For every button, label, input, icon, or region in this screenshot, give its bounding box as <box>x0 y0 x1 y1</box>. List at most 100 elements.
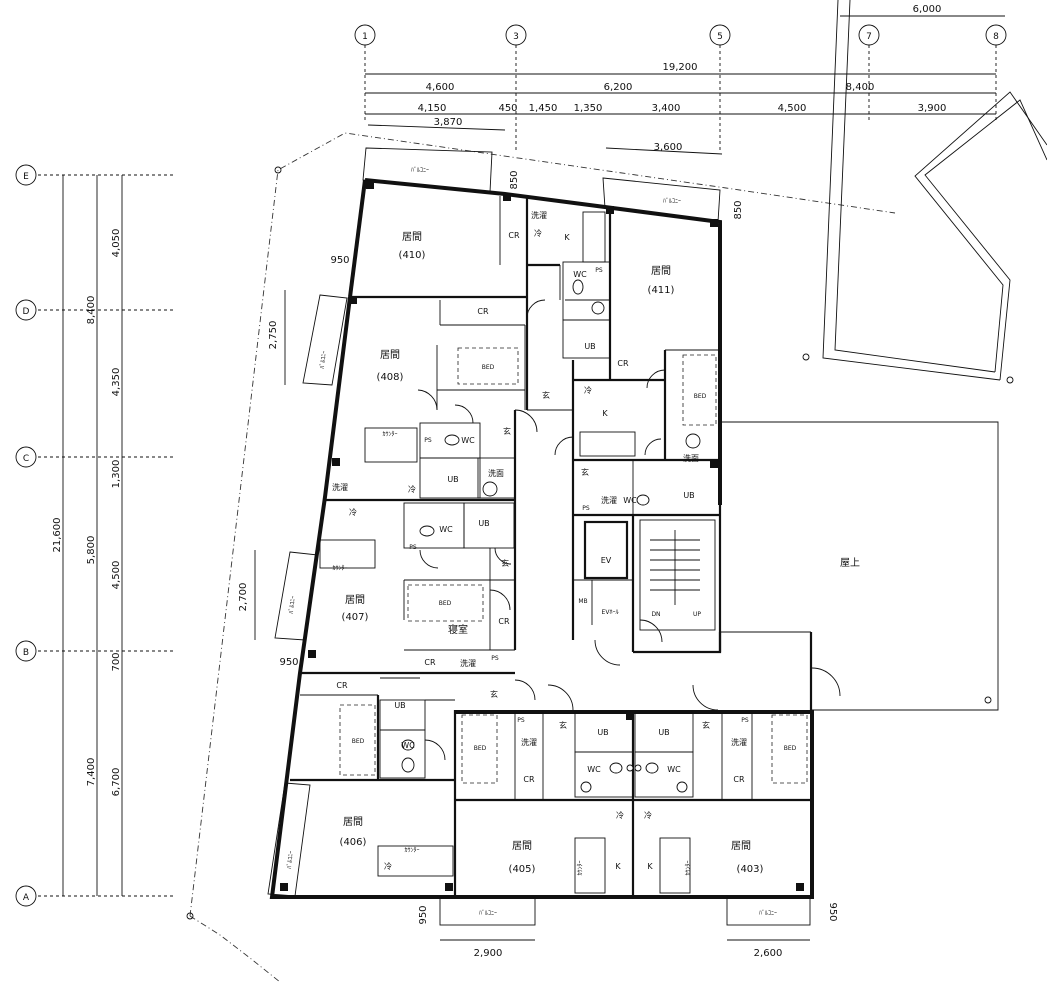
balcony-403 <box>726 896 811 926</box>
dim-4600: 4,600 <box>426 82 455 93</box>
bed-407-label: BED <box>439 600 452 607</box>
washer-408: 洗濯 <box>332 482 348 492</box>
grid-label-7: 7 <box>866 32 872 42</box>
top-dimensions: 19,200 4,600 6,200 8,400 4,150 450 1,450… <box>364 4 1005 155</box>
genkan-411: 玄 <box>581 467 589 477</box>
dim-2900: 2,900 <box>474 948 503 959</box>
dim-950-b: 950 <box>279 657 298 668</box>
dim-950-d: 950 <box>827 902 838 921</box>
room-407-name: 居間 <box>345 594 365 606</box>
room-410-name: 居間 <box>402 231 422 243</box>
structural-columns <box>280 181 804 891</box>
fridge-403: 冷 <box>644 810 652 820</box>
balcony-403-label: ﾊﾞﾙｺﾆｰ <box>759 910 777 917</box>
bedroom-407-label: 寝室 <box>448 623 468 636</box>
beds: BED BED BED BED BED BED <box>339 347 808 784</box>
dim-3900: 3,900 <box>918 103 947 114</box>
grid-label-5: 5 <box>717 32 723 42</box>
bed-408-label: BED <box>482 364 495 371</box>
washer-411: 洗濯 <box>601 495 617 505</box>
cr-403: CR <box>733 775 745 784</box>
fridge-406: 冷 <box>384 861 392 871</box>
room-407-number: (407) <box>342 612 369 623</box>
balcony-406-label: ﾊﾞﾙｺﾆｰ <box>286 851 295 870</box>
dim-4500: 4,500 <box>778 103 807 114</box>
room-labels: 居間 (410) 居間 (411) 居間 (408) 居間 (407) 居間 (… <box>340 231 764 875</box>
washroom-408: 洗面 <box>488 468 504 478</box>
balcony-405 <box>439 896 536 926</box>
grid-label-3: 3 <box>513 32 519 42</box>
room-411-name: 居間 <box>651 265 671 277</box>
ub-405: UB <box>597 728 608 737</box>
mb-label: MB <box>578 598 587 605</box>
fixtures <box>401 279 701 793</box>
interior-walls <box>290 196 812 897</box>
ub-410: UB <box>584 342 595 351</box>
ev-label: EV <box>601 556 612 565</box>
genkan-408: 玄 <box>503 426 511 436</box>
room-410-number: (410) <box>399 250 426 261</box>
bed-403-label: BED <box>784 745 797 752</box>
site-boundary <box>186 0 1047 983</box>
kitchen-405: K <box>615 862 621 871</box>
left-dimensions: 21,600 8,400 5,800 7,400 4,050 4,350 1,3… <box>38 174 175 897</box>
grid-label-E: E <box>23 172 29 182</box>
dim-850-a: 850 <box>509 170 520 189</box>
dim-8400: 8,400 <box>846 82 875 93</box>
washer-410: 洗濯 <box>531 210 547 220</box>
cr-408: CR <box>477 307 489 316</box>
rooftop: 屋上 <box>721 421 999 711</box>
balcony-407 <box>274 551 319 641</box>
cr-410: CR <box>508 231 520 240</box>
stair-dn-label: DN <box>651 611 660 618</box>
genkan-405: 玄 <box>559 720 567 730</box>
grid-bubbles-left: E D C B A <box>15 164 37 907</box>
dim-4050-left: 4,050 <box>111 229 122 258</box>
dim-950-a: 950 <box>330 255 349 266</box>
balcony-410-label: ﾊﾞﾙｺﾆｰ <box>411 167 429 174</box>
ub-403: UB <box>658 728 669 737</box>
room-406-number: (406) <box>340 837 367 848</box>
dim-5800-left: 5,800 <box>86 536 97 565</box>
ps-410: PS <box>595 267 603 274</box>
room-403-number: (403) <box>737 864 764 875</box>
dim-8400-left: 8,400 <box>86 296 97 325</box>
misc-dimensions: 950 2,750 2,700 950 850 850 950 950 2,90… <box>238 170 838 959</box>
grid-label-8: 8 <box>993 32 999 42</box>
counter-405: ｶｳﾝﾀｰ <box>577 860 584 875</box>
cr-407-b: CR <box>424 658 436 667</box>
washroom-411: 洗面 <box>683 453 699 463</box>
dim-6200: 6,200 <box>604 82 633 93</box>
dim-850-b: 850 <box>733 200 744 219</box>
ub-407: UB <box>478 519 489 528</box>
wc-403: WC <box>667 765 681 774</box>
dim-1450: 1,450 <box>529 103 558 114</box>
washer-403: 洗濯 <box>731 737 747 747</box>
bed-411-label: BED <box>694 393 707 400</box>
ub-411: UB <box>683 491 694 500</box>
grid-label-D: D <box>23 307 30 317</box>
grid-label-1: 1 <box>362 32 368 42</box>
door-swings <box>417 299 841 761</box>
stair-up-label: UP <box>693 611 701 618</box>
dim-6000: 6,000 <box>913 4 942 15</box>
room-405-number: (405) <box>509 864 536 875</box>
balcony-405-label: ﾊﾞﾙｺﾆｰ <box>479 910 497 917</box>
counter-406: ｶｳﾝﾀｰ <box>404 847 419 854</box>
ps-403: PS <box>741 717 749 724</box>
ps-407: PS <box>409 544 417 551</box>
fixture-labels: CR 洗濯 冷 K WC PS UB 玄 CR ｶｳﾝﾀｰ PS WC 玄 UB… <box>332 210 749 876</box>
room-411-number: (411) <box>648 285 675 296</box>
wc-407: WC <box>439 525 453 534</box>
counter-407: ｶｳﾝﾀｰ <box>332 565 347 572</box>
room-408-name: 居間 <box>380 349 400 361</box>
ps-405: PS <box>517 717 525 724</box>
wc-408: WC <box>461 436 475 445</box>
dim-2750: 2,750 <box>268 321 279 350</box>
dim-2700: 2,700 <box>238 583 249 612</box>
ev-hall-label: EVﾎｰﾙ <box>602 609 619 616</box>
wc-405: WC <box>587 765 601 774</box>
room-408-number: (408) <box>377 372 404 383</box>
fridge-405: 冷 <box>616 810 624 820</box>
cr-411: CR <box>617 359 629 368</box>
